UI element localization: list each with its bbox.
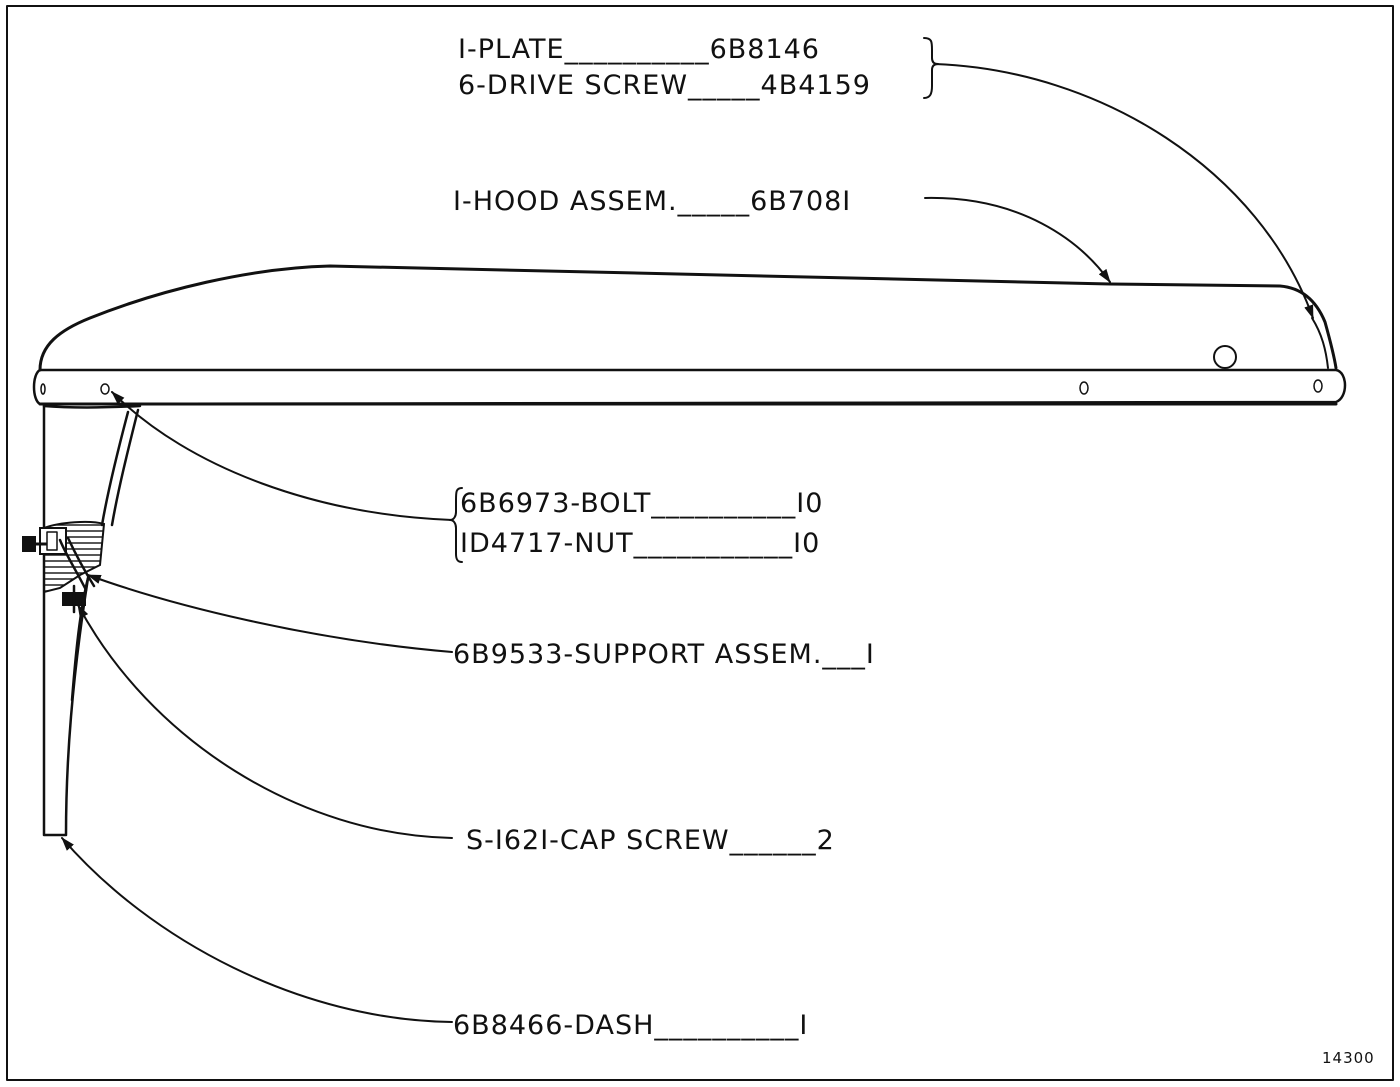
label-cap-screw: S-I62I-CAP SCREW______2 <box>466 825 835 856</box>
label-drive-screw: 6-DRIVE SCREW_____4B4159 <box>458 70 871 101</box>
label-bolt: 6B6973-BOLT__________I0 <box>460 488 823 519</box>
label-hood-assembly: I-HOOD ASSEM._____6B708I <box>453 186 851 217</box>
figure-number: 14300 <box>1322 1049 1375 1067</box>
label-support-assembly: 6B9533-SUPPORT ASSEM.___I <box>453 639 875 670</box>
label-dash: 6B8466-DASH__________I <box>453 1010 808 1041</box>
braces <box>449 37 939 563</box>
dash-drawing <box>22 404 142 837</box>
hood-knob <box>1213 345 1237 369</box>
figure-border <box>6 5 1394 1081</box>
label-plate: I-PLATE__________6B8146 <box>458 34 820 65</box>
label-nut: ID4717-NUT___________I0 <box>460 528 820 559</box>
hood-drawing <box>32 264 1347 406</box>
leader-lines <box>61 63 1314 1023</box>
